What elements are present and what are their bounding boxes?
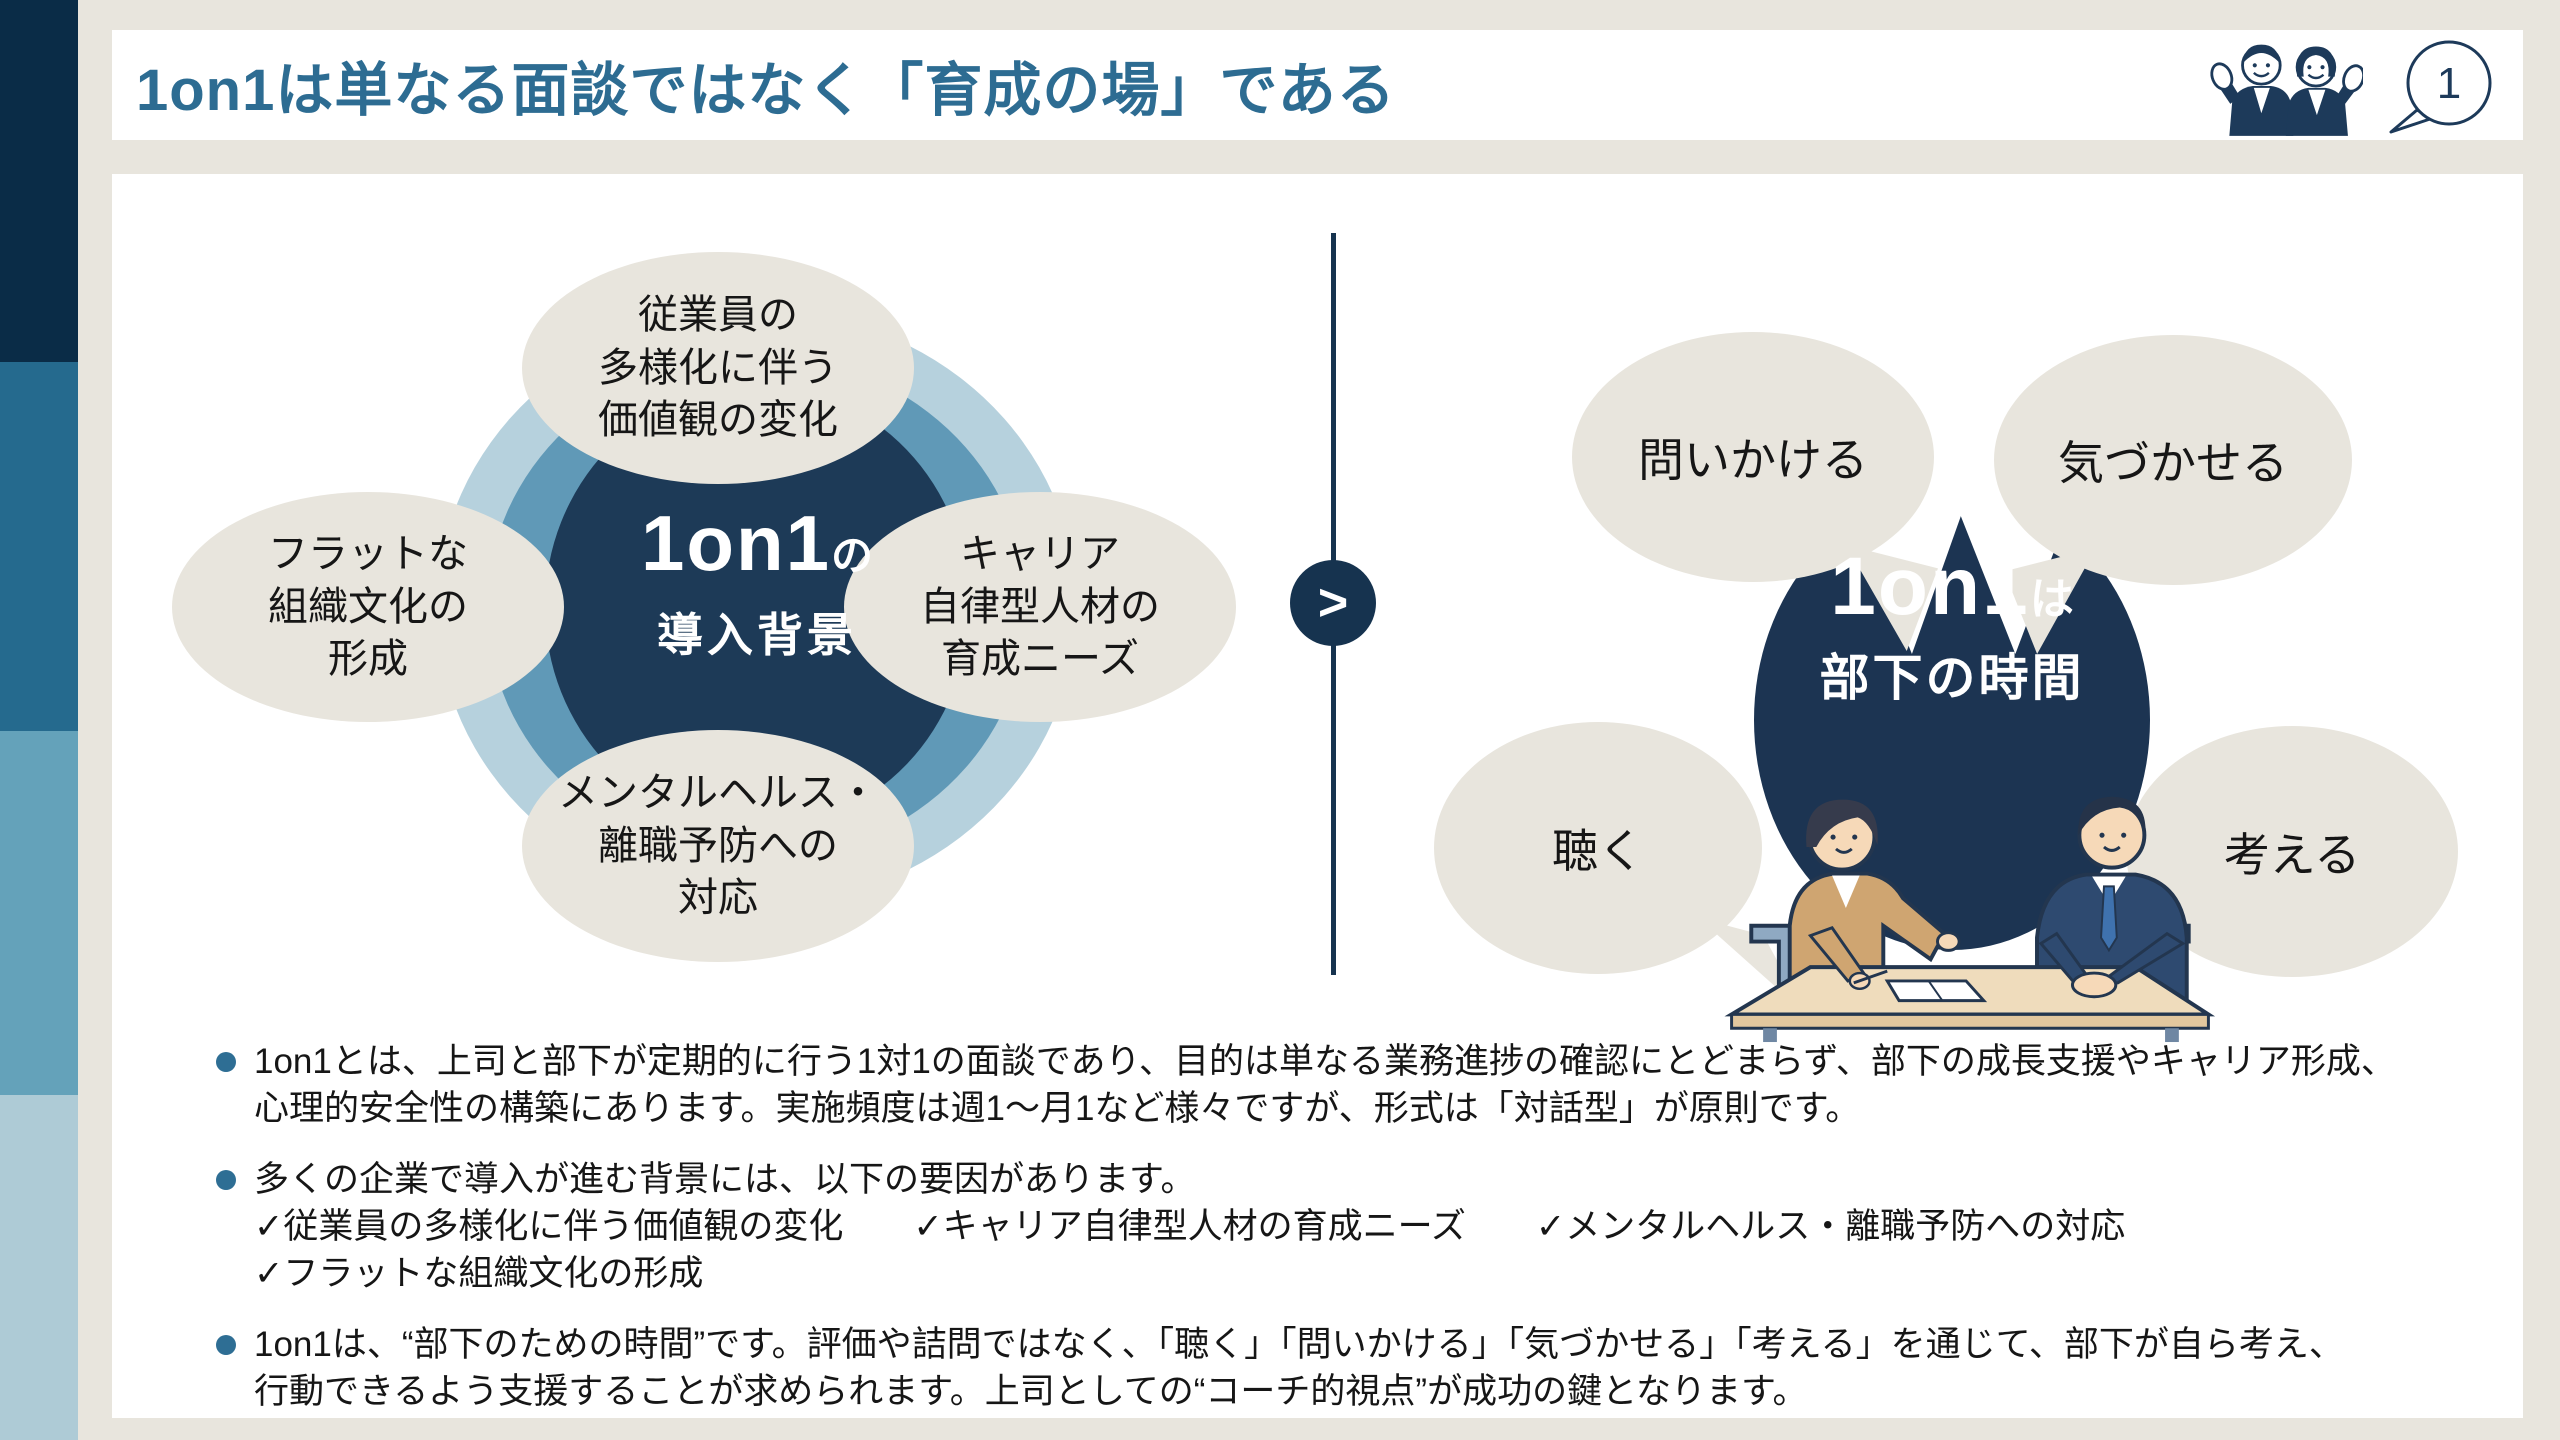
bullet-line: 心理的安全性の構築にあります。実施頻度は週1～月1など様々ですが、形式は「対話型…: [254, 1089, 1861, 1128]
list-item: 多くの企業で導入が進む背景には、以下の要因があります。 ✓従業員の多様化に伴う価…: [216, 1156, 2506, 1297]
sidebar-block-4: [0, 1095, 78, 1440]
right-center-main: 1on1: [1830, 541, 2030, 632]
chevron-right-icon: >: [1290, 560, 1376, 646]
list-item: 1on1は、“部下のための時間”です。評価や詰問ではなく、「聴く」「問いかける」…: [216, 1321, 2506, 1415]
speech-label: 気づかせる: [2058, 437, 2288, 489]
sidebar-block-2: [0, 362, 78, 731]
factor-bubble-mental-health: メンタルヘルス・ 離職予防への 対応: [522, 730, 914, 962]
bubble-line: 自律型人材の: [920, 584, 1160, 629]
factor-bubble-career: キャリア 自律型人材の 育成ニーズ: [844, 492, 1236, 722]
bullet-line: 多くの企業で導入が進む背景には、以下の要因があります。: [254, 1160, 1196, 1199]
bullet-line: 1on1は、“部下のための時間”です。評価や詰問ではなく、「聴く」「問いかける」…: [254, 1325, 2344, 1364]
bullet-icon: [216, 1052, 236, 1072]
bullet-line: 行動できるよう支援することが求められます。上司としての“コーチ的視点”が成功の鍵…: [254, 1372, 1808, 1411]
speech-bubble-notice: 気づかせる: [1994, 335, 2352, 585]
factor-bubble-diversity: 従業員の 多様化に伴う 価値観の変化: [522, 252, 914, 484]
bubble-line: 育成ニーズ: [941, 637, 1139, 682]
chevron-glyph: >: [1317, 574, 1349, 632]
bubble-line: 組織文化の: [268, 584, 468, 629]
speech-bubble-listen: 聴く: [1434, 722, 1762, 974]
sidebar-block-3: [0, 731, 78, 1095]
speech-label: 問いかける: [1638, 434, 1868, 486]
speech-label: 考える: [2223, 828, 2361, 881]
speech-bubble-ask: 問いかける: [1572, 332, 1934, 582]
bubble-line: 形成: [328, 637, 408, 682]
page-number-bubble: 1: [2387, 38, 2505, 138]
factor-bubble-flat-culture: フラットな 組織文化の 形成: [172, 492, 564, 722]
left-center-particle: の: [831, 532, 874, 579]
right-center-sub: 部下の時間: [1819, 650, 2085, 706]
bubble-line: フラットな: [268, 531, 468, 576]
bubble-line: 多様化に伴う: [598, 345, 838, 390]
bullet-line: ✓従業員の多様化に伴う価値観の変化 ✓キャリア自律型人材の育成ニーズ ✓メンタル…: [254, 1207, 2126, 1246]
bullet-line: 1on1とは、上司と部下が定期的に行う1対1の面談であり、目的は単なる業務進捗の…: [254, 1042, 2396, 1081]
bullet-icon: [216, 1170, 236, 1190]
bullet-line: ✓フラットな組織文化の形成: [254, 1254, 704, 1293]
people-waving-icon: [2203, 34, 2366, 138]
bubble-line: 価値観の変化: [598, 398, 838, 443]
right-center-particle: は: [2029, 575, 2074, 624]
bubble-line: 従業員の: [638, 292, 798, 337]
left-center-main: 1on1: [640, 499, 832, 587]
notes-list: 1on1とは、上司と部下が定期的に行う1対1の面談であり、目的は単なる業務進捗の…: [216, 1038, 2506, 1415]
speech-label: 聴く: [1552, 825, 1644, 877]
bubble-line: メンタルヘルス・: [558, 770, 878, 815]
bullet-icon: [216, 1335, 236, 1355]
left-center-sub: 導入背景: [657, 609, 857, 661]
bubble-line: 対応: [678, 876, 758, 921]
page-number: 1: [2437, 59, 2461, 108]
right-diagram-center-label: 1on1は 部下の時間: [1754, 540, 2150, 710]
one-on-one-meeting-illustration: [1690, 778, 2250, 1044]
page-title: 1on1は単なる面談ではなく「育成の場」である: [136, 58, 1396, 123]
sidebar-block-1: [0, 0, 78, 362]
sidebar-accent-strip: [0, 0, 78, 1440]
title-band: 1on1は単なる面談ではなく「育成の場」である: [112, 30, 2523, 140]
bubble-line: 離職予防への: [598, 823, 838, 868]
bubble-line: キャリア: [960, 531, 1120, 576]
list-item: 1on1とは、上司と部下が定期的に行う1対1の面談であり、目的は単なる業務進捗の…: [216, 1038, 2506, 1132]
left-diagram-center-label: 1on1の 導入背景: [545, 498, 969, 665]
